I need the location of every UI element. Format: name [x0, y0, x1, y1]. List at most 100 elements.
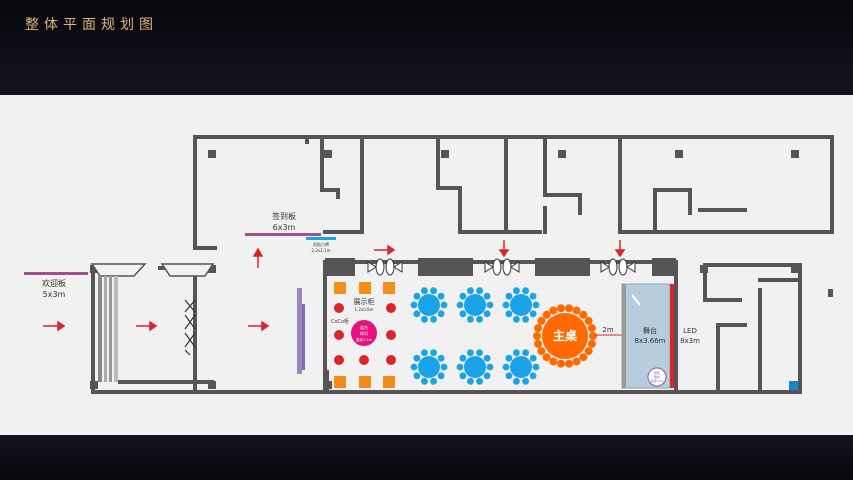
small-sign-board — [306, 237, 336, 240]
chair — [437, 372, 445, 380]
chair — [459, 372, 467, 380]
round-table — [456, 287, 494, 323]
main-table-chair — [537, 347, 546, 356]
arrow-down-icon — [614, 240, 626, 258]
chair — [476, 377, 483, 385]
chair — [532, 301, 540, 309]
arrow-right-icon — [136, 320, 158, 332]
main-table-chair — [565, 304, 573, 313]
header-band — [0, 0, 853, 95]
chair — [440, 301, 448, 309]
chair — [502, 363, 510, 371]
chair — [410, 301, 418, 309]
hall-doors — [367, 258, 636, 276]
chair — [410, 363, 418, 371]
main-table-chair — [542, 310, 551, 319]
chair — [505, 354, 513, 362]
welcome-board — [24, 272, 88, 275]
main-table-chair — [587, 339, 596, 348]
chair — [522, 287, 529, 295]
chair — [502, 301, 510, 309]
main-table-chair — [584, 347, 593, 356]
small-sign-size: 2.2x2.1m — [312, 248, 331, 253]
cocola-label: CoCo柜 — [331, 318, 349, 325]
chair — [440, 363, 448, 371]
sign-board — [245, 233, 321, 236]
led-label: LED — [683, 327, 697, 335]
chair — [467, 377, 474, 385]
pink-booth-size: 直径1.2m — [356, 337, 373, 342]
main-table-chair — [534, 339, 543, 348]
arrow-right-icon — [374, 244, 396, 256]
chair — [459, 310, 467, 318]
pink-booth-sub: 样机 — [360, 330, 368, 336]
chair — [476, 315, 483, 323]
main-table-chair — [572, 306, 581, 315]
chair — [437, 292, 445, 300]
welcome-board-label: 欢迎板 — [42, 278, 66, 288]
red-dots — [334, 303, 396, 365]
welcome-board-size: 5x3m — [43, 290, 66, 299]
main-table-chair — [537, 316, 546, 325]
main-table-chair — [589, 332, 597, 340]
chair — [430, 349, 437, 357]
stage-booth — [647, 367, 667, 387]
distance-label: 2m — [602, 326, 613, 334]
chair — [505, 372, 513, 380]
chair — [467, 349, 474, 357]
chair — [513, 377, 520, 385]
chair — [529, 372, 537, 380]
arrow-right-icon — [248, 320, 270, 332]
stage-edge — [622, 284, 626, 388]
entrance-frames — [90, 263, 215, 277]
chair — [456, 363, 464, 371]
stage-label: 舞台 — [643, 326, 657, 335]
footer-band — [0, 435, 853, 480]
round-tables — [410, 287, 540, 385]
chair — [522, 349, 529, 357]
chair — [421, 377, 428, 385]
door-icon — [184, 299, 196, 356]
main-table-chair — [584, 316, 593, 325]
led-screen — [670, 284, 674, 388]
orange-squares — [334, 282, 395, 388]
main-table-chair — [533, 332, 541, 340]
chair — [529, 354, 537, 362]
chair — [459, 292, 467, 300]
chair — [529, 292, 537, 300]
chair — [513, 349, 520, 357]
display-wall — [297, 288, 302, 374]
chair — [413, 372, 421, 380]
small-sign-label: 机贴小牌 — [313, 241, 329, 247]
pink-booth — [351, 320, 377, 346]
chair — [437, 354, 445, 362]
chair — [467, 315, 474, 323]
main-table-chair — [587, 324, 596, 333]
direction-arrows — [43, 240, 626, 332]
main-table-label: 主桌 — [553, 328, 578, 343]
chair — [513, 315, 520, 323]
chair — [483, 372, 491, 380]
round-table — [502, 349, 540, 385]
chair — [513, 287, 520, 295]
main-table-chair — [542, 353, 551, 362]
pink-booth-label: 展台 — [360, 324, 368, 330]
entrance-gates — [98, 276, 118, 382]
chair — [483, 310, 491, 318]
arrow-down-icon — [498, 240, 510, 258]
chair — [430, 377, 437, 385]
table-top — [464, 294, 486, 316]
chair — [476, 349, 483, 357]
arrow-up-icon — [252, 247, 264, 268]
hall-top-wall-blocks — [325, 258, 676, 390]
chair — [522, 377, 529, 385]
round-table — [456, 349, 494, 385]
stage-size: 8x3.66m — [634, 337, 665, 345]
sign-board-label: 签到板 — [272, 211, 296, 221]
chair — [413, 354, 421, 362]
arrow-right-icon — [43, 320, 66, 332]
main-table-chair — [557, 304, 565, 313]
main-table-chair — [572, 357, 581, 366]
table-top — [418, 356, 440, 378]
